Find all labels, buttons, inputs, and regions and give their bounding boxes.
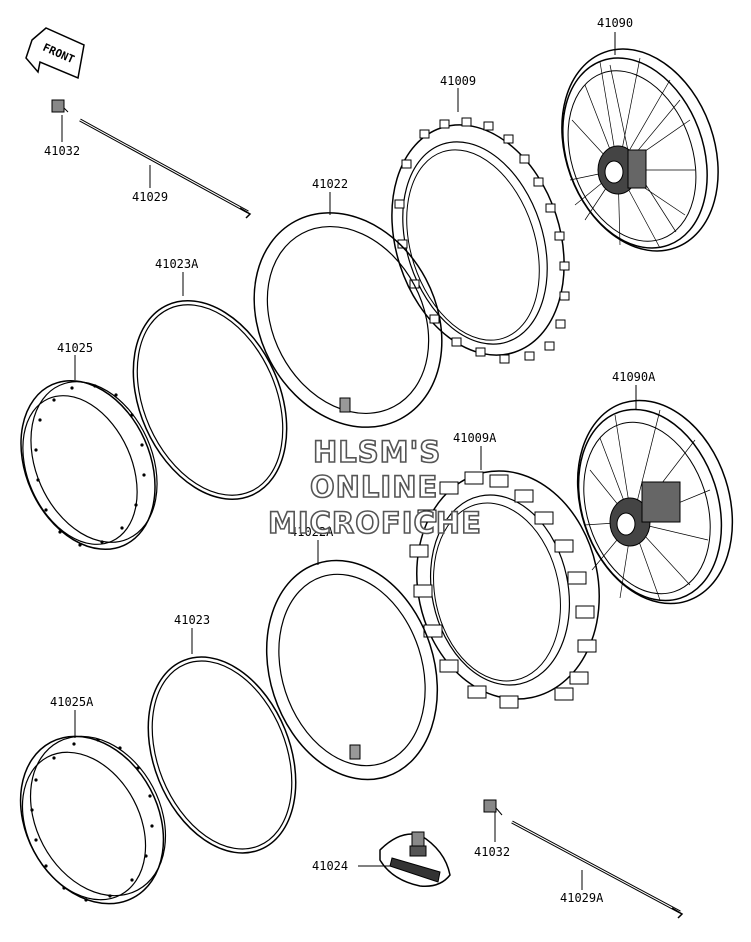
label-41025[interactable]: 41025 <box>57 341 93 355</box>
label-41029A[interactable]: 41029A <box>560 891 604 905</box>
rear-tire <box>409 470 600 709</box>
inner-tube-top <box>253 212 443 428</box>
label-41032-top[interactable]: 41032 <box>44 144 80 158</box>
watermark: HLSM'S ONLINE MICROFICHE <box>267 434 482 541</box>
label-41025A[interactable]: 41025A <box>50 695 94 709</box>
label-41090A[interactable]: 41090A <box>612 370 656 384</box>
watermark-line-2: ONLINE <box>310 470 438 504</box>
spoke-nipple-top <box>51 99 69 113</box>
label-41009[interactable]: 41009 <box>440 74 476 88</box>
rim-lock <box>379 831 451 888</box>
label-41023A[interactable]: 41023A <box>155 257 199 271</box>
front-tire <box>391 117 570 364</box>
label-41022[interactable]: 41022 <box>312 177 348 191</box>
rim-band-top <box>132 300 288 500</box>
front-wheel-assembly <box>561 48 719 252</box>
label-41022A[interactable]: 41022A <box>290 525 334 539</box>
rim-band-bottom <box>147 656 297 854</box>
label-41090[interactable]: 41090 <box>597 16 633 30</box>
leader-lines <box>61 32 637 890</box>
watermark-line-1: HLSM'S <box>313 435 441 469</box>
label-41024[interactable]: 41024 <box>312 859 348 873</box>
spoke-top <box>79 118 252 219</box>
front-arrow-icon: FRONT <box>25 27 85 80</box>
label-41023[interactable]: 41023 <box>174 613 210 627</box>
watermark-line-3: MICROFICHE <box>268 506 482 540</box>
front-tag-label: FRONT <box>41 41 77 66</box>
spoke-nipple-bottom <box>483 799 503 816</box>
label-41029[interactable]: 41029 <box>132 190 168 204</box>
front-rim <box>20 379 158 551</box>
rear-wheel-assembly <box>576 399 734 605</box>
inner-tube-bottom <box>265 559 439 781</box>
label-41032-bottom[interactable]: 41032 <box>474 845 510 859</box>
rear-rim <box>19 735 167 905</box>
spoke-bottom <box>511 820 684 919</box>
label-41009A[interactable]: 41009A <box>453 431 497 445</box>
